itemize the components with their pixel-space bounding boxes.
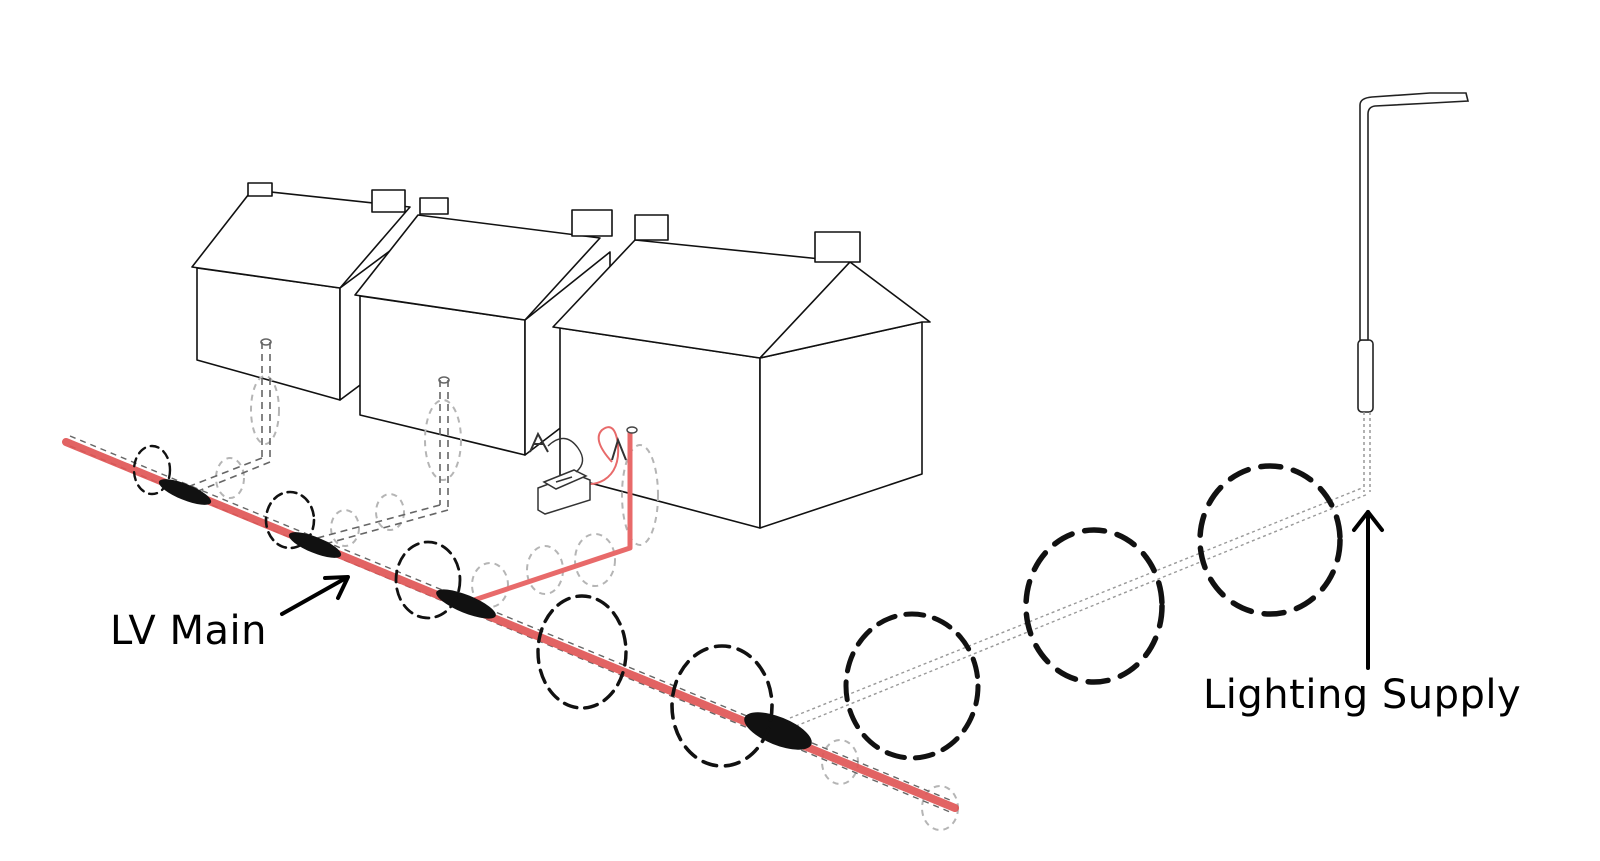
dashed-rings — [132, 444, 1343, 768]
service-cable — [467, 432, 633, 605]
arrow-icon — [1352, 510, 1384, 670]
cable-joint-icon — [158, 479, 812, 750]
arrow-icon — [280, 575, 350, 616]
lv-main-label: LV Main — [110, 608, 267, 654]
lighting-duct-lines — [789, 487, 1369, 727]
street-lamp-icon — [1357, 92, 1470, 413]
house-icon — [552, 214, 931, 529]
service-ducts — [179, 338, 450, 547]
clamp-lead — [547, 437, 584, 473]
service-entry — [626, 426, 638, 434]
clamp-connector-icon — [529, 431, 627, 461]
meter-lead — [577, 426, 620, 485]
lighting-supply-label: Lighting Supply — [1203, 672, 1522, 718]
meter-box-icon — [537, 469, 591, 515]
